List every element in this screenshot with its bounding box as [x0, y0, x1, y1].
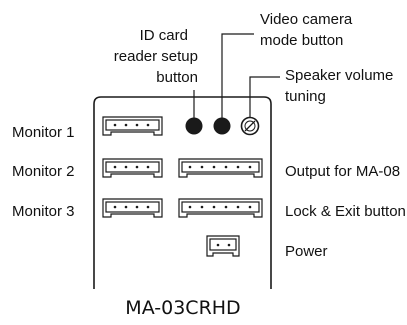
video-camera-label-line1: Video camera	[260, 11, 353, 28]
model-name: MA-03CRHD	[125, 297, 240, 319]
speaker-volume-knob	[240, 116, 260, 136]
lock-exit-connector	[178, 198, 263, 218]
id-card-label-line3: button	[156, 69, 198, 86]
monitor3-label: Monitor 3	[12, 203, 75, 220]
monitor1-label: Monitor 1	[12, 124, 75, 141]
power-connector	[206, 235, 240, 257]
video-camera-label-line2: mode button	[260, 32, 343, 49]
id-card-label-line1: ID card	[140, 27, 188, 44]
monitor2-connector	[102, 158, 163, 178]
output-label: Output for MA-08	[285, 163, 400, 180]
power-label: Power	[285, 243, 328, 260]
video-camera-leader	[221, 33, 254, 118]
speaker-label-line1: Speaker volume	[285, 67, 393, 84]
video-camera-button	[213, 117, 231, 135]
output-connector	[178, 158, 263, 178]
monitor3-connector	[102, 198, 163, 218]
id-card-button	[185, 117, 203, 135]
speaker-label-line2: tuning	[285, 88, 326, 105]
id-card-label-line2: reader setup	[114, 48, 198, 65]
lock-exit-label: Lock & Exit button	[285, 203, 406, 220]
monitor1-connector	[102, 116, 163, 136]
device-body	[93, 96, 272, 289]
speaker-leader	[249, 76, 280, 118]
monitor2-label: Monitor 2	[12, 163, 75, 180]
